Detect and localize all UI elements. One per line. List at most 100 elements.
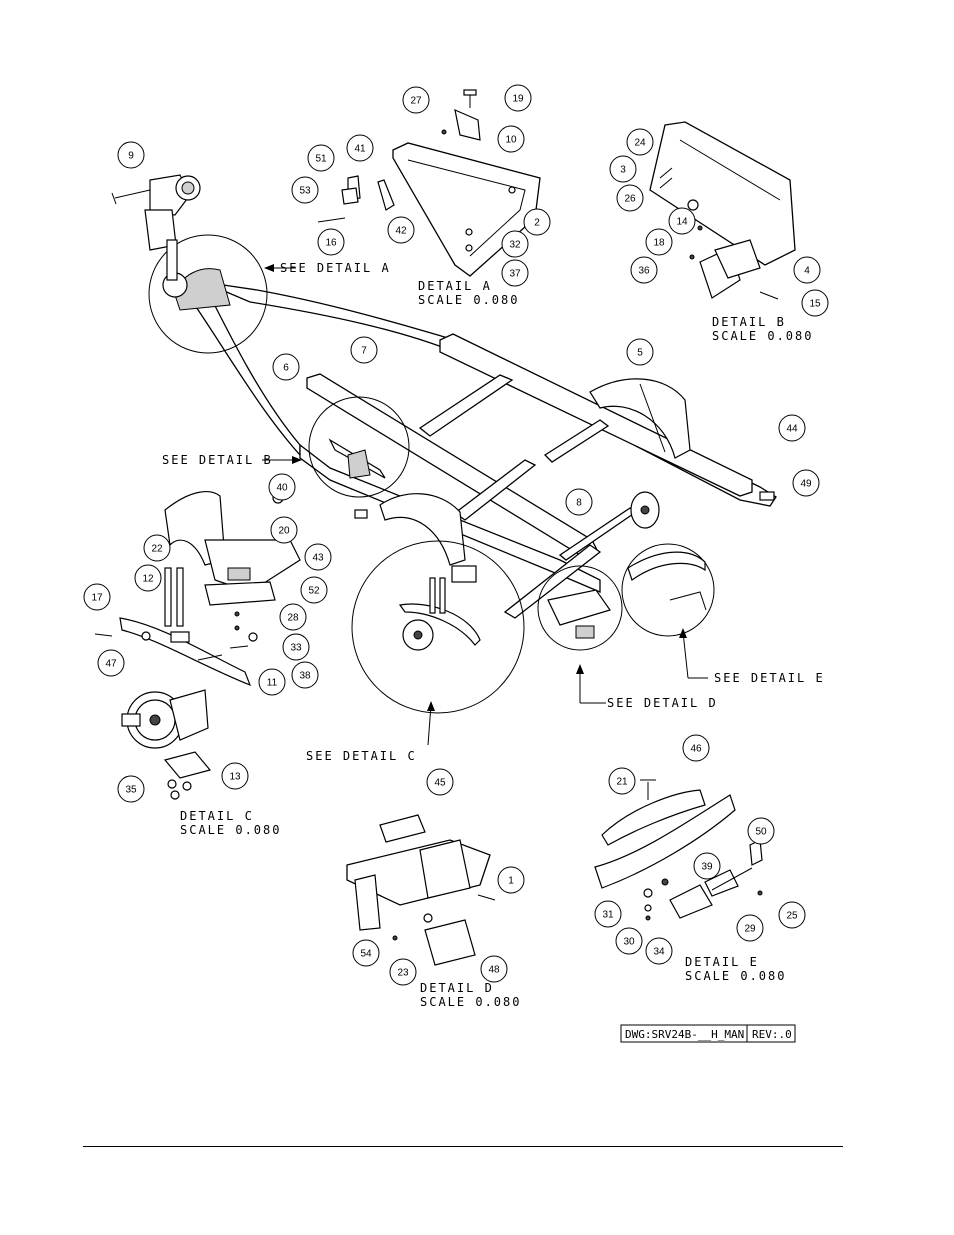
detail-b-parts — [649, 121, 796, 300]
balloon-5: 5 — [626, 338, 654, 366]
detail-b-scale: SCALE 0.080 — [712, 329, 813, 343]
balloon-circle — [497, 125, 525, 153]
balloon-circle — [258, 668, 286, 696]
balloon-number: 15 — [809, 299, 821, 310]
balloon-circle — [346, 134, 374, 162]
balloon-circle — [747, 817, 775, 845]
balloon-circle — [350, 336, 378, 364]
balloon-29: 29 — [736, 914, 764, 942]
balloon-circle — [134, 564, 162, 592]
see-detail-a: SEE DETAIL A — [280, 261, 391, 275]
balloon-circle — [609, 155, 637, 183]
balloon-number: 40 — [276, 483, 288, 494]
balloon-number: 3 — [620, 165, 626, 176]
footer-rule — [83, 1146, 843, 1147]
balloon-12: 12 — [134, 564, 162, 592]
balloon-43: 43 — [304, 543, 332, 571]
balloon-circle — [279, 603, 307, 631]
detail-labels: DETAIL A SCALE 0.080 DETAIL B SCALE 0.08… — [162, 261, 825, 1009]
balloon-number: 30 — [623, 937, 635, 948]
balloon-number: 36 — [638, 266, 650, 277]
balloon-circle — [801, 289, 829, 317]
detail-e-parts — [594, 779, 763, 921]
see-detail-e: SEE DETAIL E — [714, 671, 825, 685]
balloon-number: 12 — [142, 574, 154, 585]
balloon-22: 22 — [143, 534, 171, 562]
balloon-31: 31 — [594, 900, 622, 928]
balloon-circle — [291, 176, 319, 204]
balloon-6: 6 — [272, 353, 300, 381]
balloon-circle — [778, 901, 806, 929]
balloon-number: 7 — [361, 346, 367, 357]
balloon-33: 33 — [282, 633, 310, 661]
balloon-number: 21 — [616, 777, 628, 788]
balloon-number: 16 — [325, 238, 337, 249]
balloon-number: 38 — [299, 671, 311, 682]
balloon-39: 39 — [693, 852, 721, 880]
balloon-38: 38 — [291, 661, 319, 689]
balloon-21: 21 — [608, 767, 636, 795]
detail-c-scale: SCALE 0.080 — [180, 823, 281, 837]
balloon-number: 43 — [312, 553, 324, 564]
balloon-54: 54 — [352, 939, 380, 967]
balloon-circle — [117, 775, 145, 803]
balloon-number: 54 — [360, 949, 372, 960]
balloon-10: 10 — [497, 125, 525, 153]
balloon-circle — [616, 184, 644, 212]
balloon-number: 47 — [105, 659, 117, 670]
balloon-circle — [426, 768, 454, 796]
detail-c-title: DETAIL C — [180, 809, 254, 823]
balloon-circle — [645, 937, 673, 965]
balloon-41: 41 — [346, 134, 374, 162]
detail-circles — [148, 234, 715, 746]
balloon-number: 20 — [278, 526, 290, 537]
balloon-circle — [501, 259, 529, 287]
balloon-circle — [387, 216, 415, 244]
see-detail-d: SEE DETAIL D — [607, 696, 718, 710]
balloon-circle — [682, 734, 710, 762]
balloon-circle — [497, 866, 525, 894]
balloon-number: 28 — [287, 613, 299, 624]
balloon-number: 52 — [308, 586, 320, 597]
balloon-number: 13 — [229, 772, 241, 783]
balloon-number: 6 — [283, 363, 289, 374]
balloon-circle — [736, 914, 764, 942]
balloon-number: 14 — [676, 217, 688, 228]
balloon-14: 14 — [668, 207, 696, 235]
balloon-circle — [317, 228, 345, 256]
detail-e-title: DETAIL E — [685, 955, 759, 969]
balloon-circle — [83, 583, 111, 611]
see-detail-b: SEE DETAIL B — [162, 453, 273, 467]
balloon-circle — [608, 767, 636, 795]
balloon-circle — [630, 256, 658, 284]
balloon-circle — [352, 939, 380, 967]
balloon-number: 34 — [653, 947, 665, 958]
balloon-number: 19 — [512, 94, 524, 105]
balloon-circle — [693, 852, 721, 880]
balloon-36: 36 — [630, 256, 658, 284]
balloon-50: 50 — [747, 817, 775, 845]
balloon-7: 7 — [350, 336, 378, 364]
balloon-number: 9 — [128, 151, 134, 162]
balloon-number: 32 — [509, 240, 521, 251]
balloon-number: 42 — [395, 226, 407, 237]
detail-d-parts — [346, 814, 496, 966]
balloon-18: 18 — [645, 228, 673, 256]
item-balloons: 1234567891011121314151617181920212223242… — [83, 84, 829, 986]
balloon-45: 45 — [426, 768, 454, 796]
balloon-circle — [778, 414, 806, 442]
balloon-number: 48 — [488, 965, 500, 976]
balloon-44: 44 — [778, 414, 806, 442]
balloon-number: 53 — [299, 186, 311, 197]
balloon-number: 11 — [267, 678, 278, 689]
balloon-8: 8 — [565, 488, 593, 516]
balloon-number: 41 — [354, 144, 366, 155]
balloon-24: 24 — [626, 128, 654, 156]
balloon-9: 9 — [117, 141, 145, 169]
balloon-number: 17 — [91, 593, 103, 604]
balloon-number: 29 — [744, 924, 756, 935]
balloon-circle — [389, 958, 417, 986]
balloon-circle — [626, 128, 654, 156]
balloon-4: 4 — [793, 256, 821, 284]
